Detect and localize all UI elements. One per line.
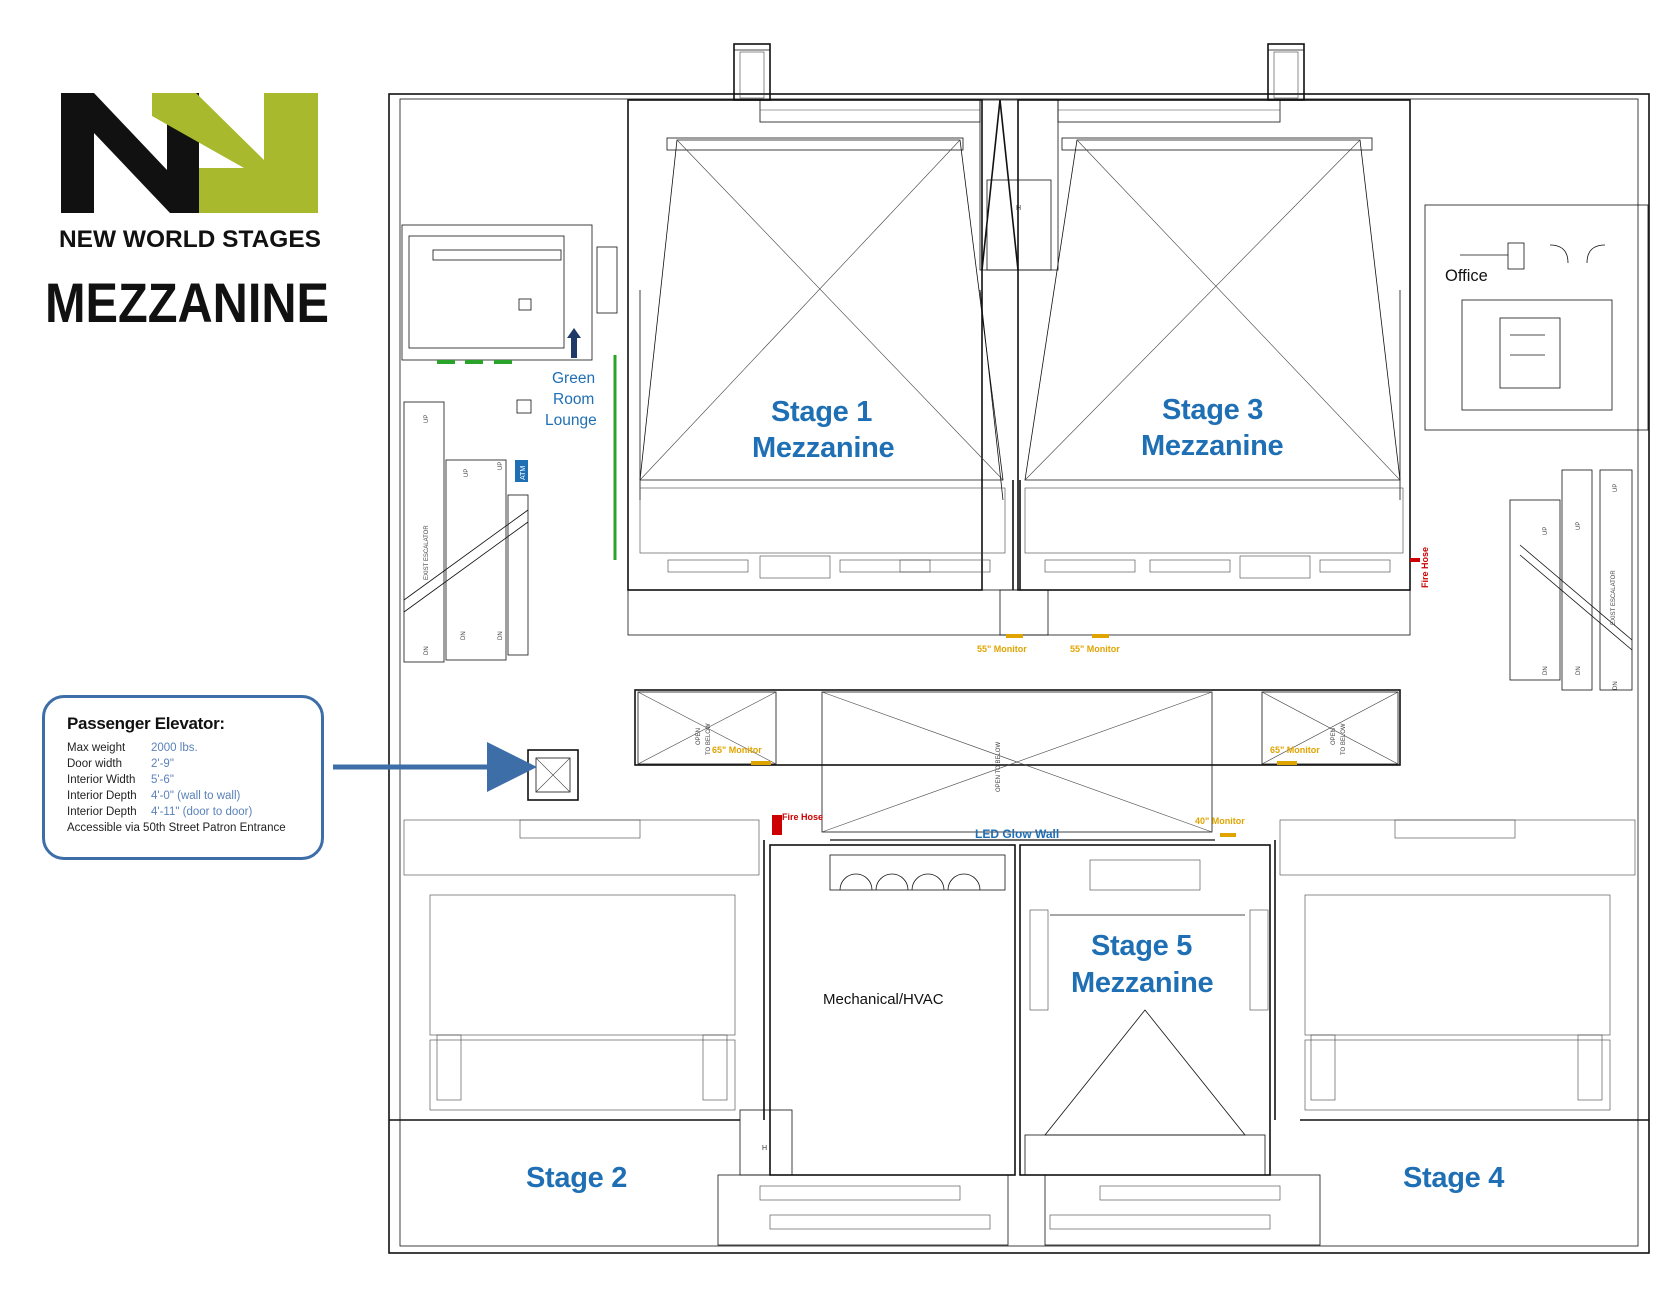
stage5-label-line1: Stage 5	[1091, 930, 1192, 962]
stage4-label: Stage 4	[1403, 1162, 1504, 1194]
up-arrow-icon	[567, 328, 581, 358]
monitor-65-right: 65" Monitor	[1270, 745, 1320, 755]
office-block	[1424, 204, 1649, 431]
exist-escalator-right: EXIST ESCALATOR	[1611, 570, 1617, 625]
logo-arrow-shape	[152, 93, 318, 213]
svg-text:UP: UP	[1543, 527, 1549, 535]
fire-hose-lower: Fire Hose	[782, 812, 823, 822]
elevator-info-title: Passenger Elevator:	[67, 714, 225, 733]
building-walls: H	[333, 43, 1650, 1254]
stage5-label-line2: Mezzanine	[1071, 967, 1214, 999]
open-to-below-left-b: TO BELOW	[706, 723, 712, 755]
stage1-label-line1: Stage 1	[771, 396, 872, 428]
svg-text:UP: UP	[464, 469, 470, 477]
page-title: MEZZANINE	[45, 271, 329, 334]
top-stair-left	[739, 51, 765, 99]
monitor-40: 40" Monitor	[1195, 816, 1245, 826]
mechanical-label: Mechanical/HVAC	[823, 991, 944, 1008]
svg-text:DN: DN	[1613, 681, 1619, 690]
green-room-block: ATM	[401, 224, 618, 560]
elevator-access-note: Accessible via 50th Street Patron Entran…	[67, 822, 286, 834]
open-to-below-left-a: OPEN	[696, 728, 702, 745]
mechanical-block: H	[739, 844, 1016, 1176]
svg-text:DN: DN	[424, 646, 430, 655]
brand-name: NEW WORLD STAGES	[59, 226, 321, 253]
svg-text:UP: UP	[424, 415, 430, 423]
svg-text:UP: UP	[1613, 484, 1619, 492]
monitor-65-left: 65" Monitor	[712, 745, 762, 755]
green-room-line3: Lounge	[545, 412, 597, 429]
svg-text:UP: UP	[1576, 522, 1582, 530]
stage3-label-line1: Stage 3	[1162, 394, 1263, 426]
open-to-below-band: OPEN TO BELOW OPEN TO BELOW OPEN TO BELO…	[634, 689, 1401, 833]
top-stair-right	[1273, 51, 1299, 99]
svg-text:UP: UP	[498, 462, 504, 470]
office-label: Office	[1445, 267, 1488, 285]
left-escalator: EXIST ESCALATOR UP UP UP DN DN DN	[403, 401, 529, 663]
atm-label: ATM	[520, 466, 527, 480]
right-escalator: EXIST ESCALATOR UP UP UP DN DN DN	[1509, 469, 1633, 691]
svg-text:DN: DN	[498, 631, 504, 640]
stage-labels: Stage 1 Mezzanine Stage 3 Mezzanine Stag…	[526, 394, 1505, 1194]
stage1-block	[627, 99, 1049, 636]
stage5-block	[1019, 844, 1271, 1176]
svg-text:H: H	[762, 1145, 767, 1152]
nws-logo: NEW WORLD STAGES	[59, 93, 321, 253]
stage2-block	[403, 819, 765, 1120]
fire-hose-upper: Fire Hose	[1420, 547, 1430, 588]
svg-text:DN: DN	[1543, 666, 1549, 675]
green-room-label: Green Room Lounge	[545, 370, 597, 429]
stage3-label-line2: Mezzanine	[1141, 430, 1284, 462]
green-room-line1: Green	[552, 370, 595, 387]
monitor-55-left: 55" Monitor	[977, 644, 1027, 654]
stage3-block	[981, 99, 1411, 636]
open-to-below-center: OPEN TO BELOW	[996, 742, 1002, 792]
logo-n-shape	[61, 93, 199, 213]
svg-text:DN: DN	[461, 631, 467, 640]
stage2-label: Stage 2	[526, 1162, 627, 1194]
exist-escalator-left: EXIST ESCALATOR	[424, 525, 430, 580]
open-to-below-right-a: OPEN	[1331, 728, 1337, 745]
open-to-below-right-b: TO BELOW	[1341, 723, 1347, 755]
led-wall-label: LED Glow Wall	[975, 827, 1059, 841]
monitor-55-right: 55" Monitor	[1070, 644, 1120, 654]
svg-text:DN: DN	[1576, 666, 1582, 675]
green-room-line2: Room	[553, 391, 594, 408]
stage4-block	[1274, 819, 1636, 1120]
stage1-label-line2: Mezzanine	[752, 432, 895, 464]
passenger-elevator	[527, 749, 579, 801]
